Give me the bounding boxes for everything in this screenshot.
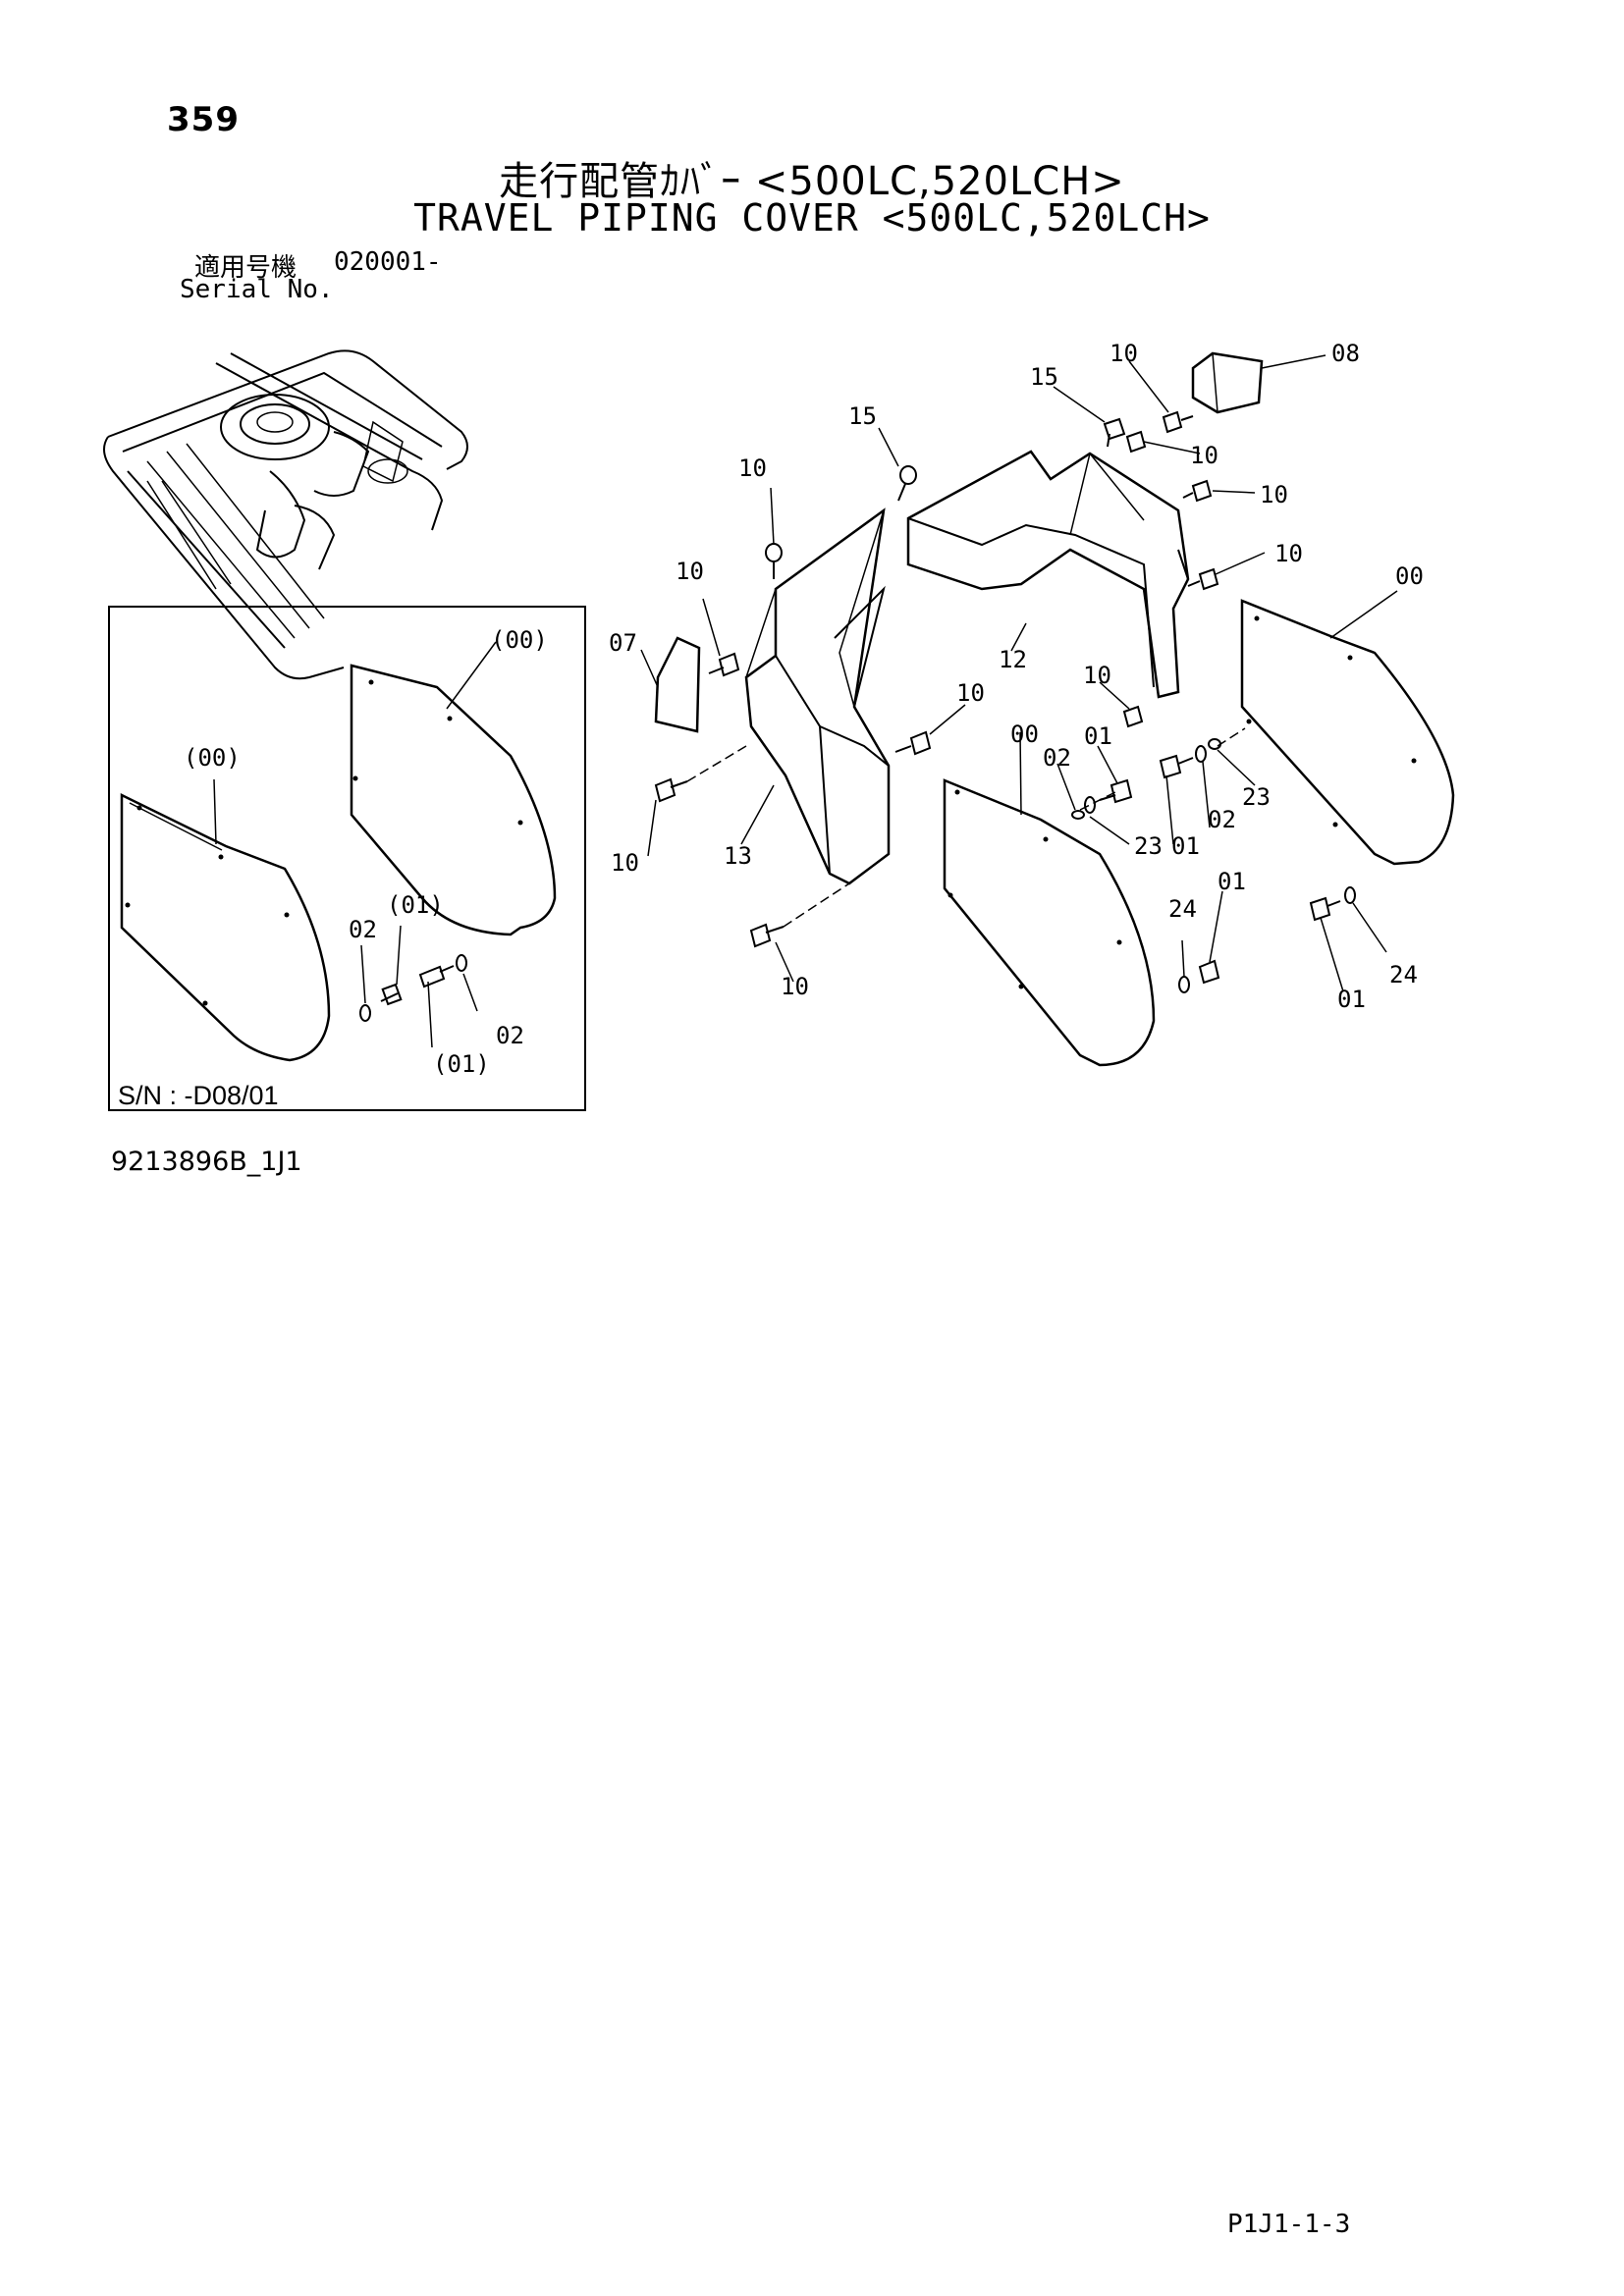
plate-07 [654, 636, 701, 733]
side-cover-middle-00 [943, 778, 1156, 1067]
undercarriage-locator-icon [103, 349, 468, 680]
washer-24-a-icon [1178, 976, 1190, 993]
page-number: 359 [167, 100, 240, 139]
callout-00-right: 00 [1395, 562, 1424, 590]
bolt-10-h-icon [1182, 479, 1213, 503]
callout-12: 12 [999, 646, 1027, 673]
callout-10-f: 10 [1110, 340, 1138, 367]
inset-label-bolt-bottom: (01) [433, 1050, 490, 1078]
inset-side-cover-left [120, 792, 331, 1062]
bolt-10-j-icon [1122, 705, 1144, 728]
bolt-10-a-icon [765, 543, 783, 579]
callout-01-a: 01 [1084, 722, 1112, 750]
piping-cover-bracket-12 [906, 450, 1190, 699]
callout-10-a: 10 [738, 454, 767, 482]
inset-bolt-upper-icon [380, 983, 403, 1006]
callout-24-a: 24 [1168, 895, 1197, 923]
callout-10-d: 10 [781, 973, 809, 1000]
callout-10-e: 10 [956, 679, 985, 707]
bolt-10-d-icon [749, 923, 785, 948]
callout-02-a: 02 [1043, 744, 1071, 772]
callout-23-b: 23 [1242, 783, 1271, 811]
bolt-10-b-icon [708, 652, 740, 677]
inset-label-cover-a: (00) [491, 626, 548, 654]
callout-13: 13 [724, 842, 752, 870]
washer-23-b-icon [1208, 738, 1221, 750]
page-code: P1J1-1-3 [1227, 2210, 1351, 2239]
bolt-10-i-icon [1187, 567, 1219, 591]
callout-10-g: 10 [1190, 442, 1218, 469]
bolt-01-d-icon [1309, 896, 1341, 922]
reference-code: 9213896B_1J1 [111, 1147, 302, 1177]
inset-label-cover-b: (00) [184, 744, 241, 772]
bolt-10-c-icon [654, 777, 688, 803]
bolt-15-top-icon [897, 465, 917, 502]
plate-08 [1191, 351, 1264, 414]
inset-label-washer-left: 02 [349, 916, 377, 943]
bolt-10-g-icon [1125, 430, 1147, 454]
bolt-01-c-icon [1198, 959, 1220, 985]
callout-15-top: 15 [848, 402, 877, 430]
callout-08: 08 [1331, 340, 1360, 367]
inset-label-bolt-top: (01) [387, 891, 444, 919]
callout-10-b: 10 [676, 558, 704, 585]
inset-serial-range: S/N : -D08/01 [118, 1081, 279, 1110]
bolt-10-e-icon [894, 730, 932, 756]
page-title-japanese: 走行配管ｶﾊﾞｰ <500LC,520LCH> [499, 159, 1125, 204]
washer-02-a-icon [1084, 796, 1096, 814]
bolt-10-f-icon [1162, 410, 1194, 434]
callout-10-i: 10 [1274, 540, 1303, 567]
page-title-english: TRAVEL PIPING COVER <500LC,520LCH> [413, 196, 1211, 240]
inset-frame [108, 606, 586, 1111]
serial-label-japanese: 適用号機 [194, 253, 298, 283]
callout-23-a: 23 [1134, 832, 1163, 860]
callout-01-c: 01 [1218, 868, 1246, 895]
callout-10-h: 10 [1260, 481, 1288, 508]
inset-label-washer-right: 02 [496, 1022, 524, 1049]
inset-washer-right-icon [456, 954, 467, 972]
callout-07: 07 [609, 629, 637, 657]
bolt-01-b-icon [1159, 754, 1194, 779]
inset-side-cover-right [350, 664, 557, 936]
side-cover-right-00 [1240, 599, 1455, 866]
serial-number-value: 020001- [334, 247, 442, 277]
inset-washer-left-icon [359, 1004, 371, 1022]
bolt-15-right-icon [1103, 417, 1126, 448]
callout-15-right: 15 [1030, 363, 1058, 391]
bolt-01-a-icon [1099, 778, 1133, 804]
washer-24-b-icon [1344, 886, 1356, 904]
washer-23-a-icon [1071, 810, 1085, 820]
callout-10-j: 10 [1083, 662, 1111, 689]
washer-02-b-icon [1195, 745, 1207, 763]
callout-00-middle: 00 [1010, 721, 1039, 748]
piping-cover-bracket-13 [744, 507, 891, 885]
callout-01-d: 01 [1337, 986, 1366, 1013]
callout-01-b: 01 [1171, 832, 1200, 860]
callout-10-c: 10 [611, 849, 639, 877]
serial-label-english: Serial No. [180, 275, 334, 304]
callout-02-b: 02 [1208, 806, 1236, 833]
callout-24-b: 24 [1389, 961, 1418, 988]
inset-bolt-lower-icon [418, 965, 455, 988]
